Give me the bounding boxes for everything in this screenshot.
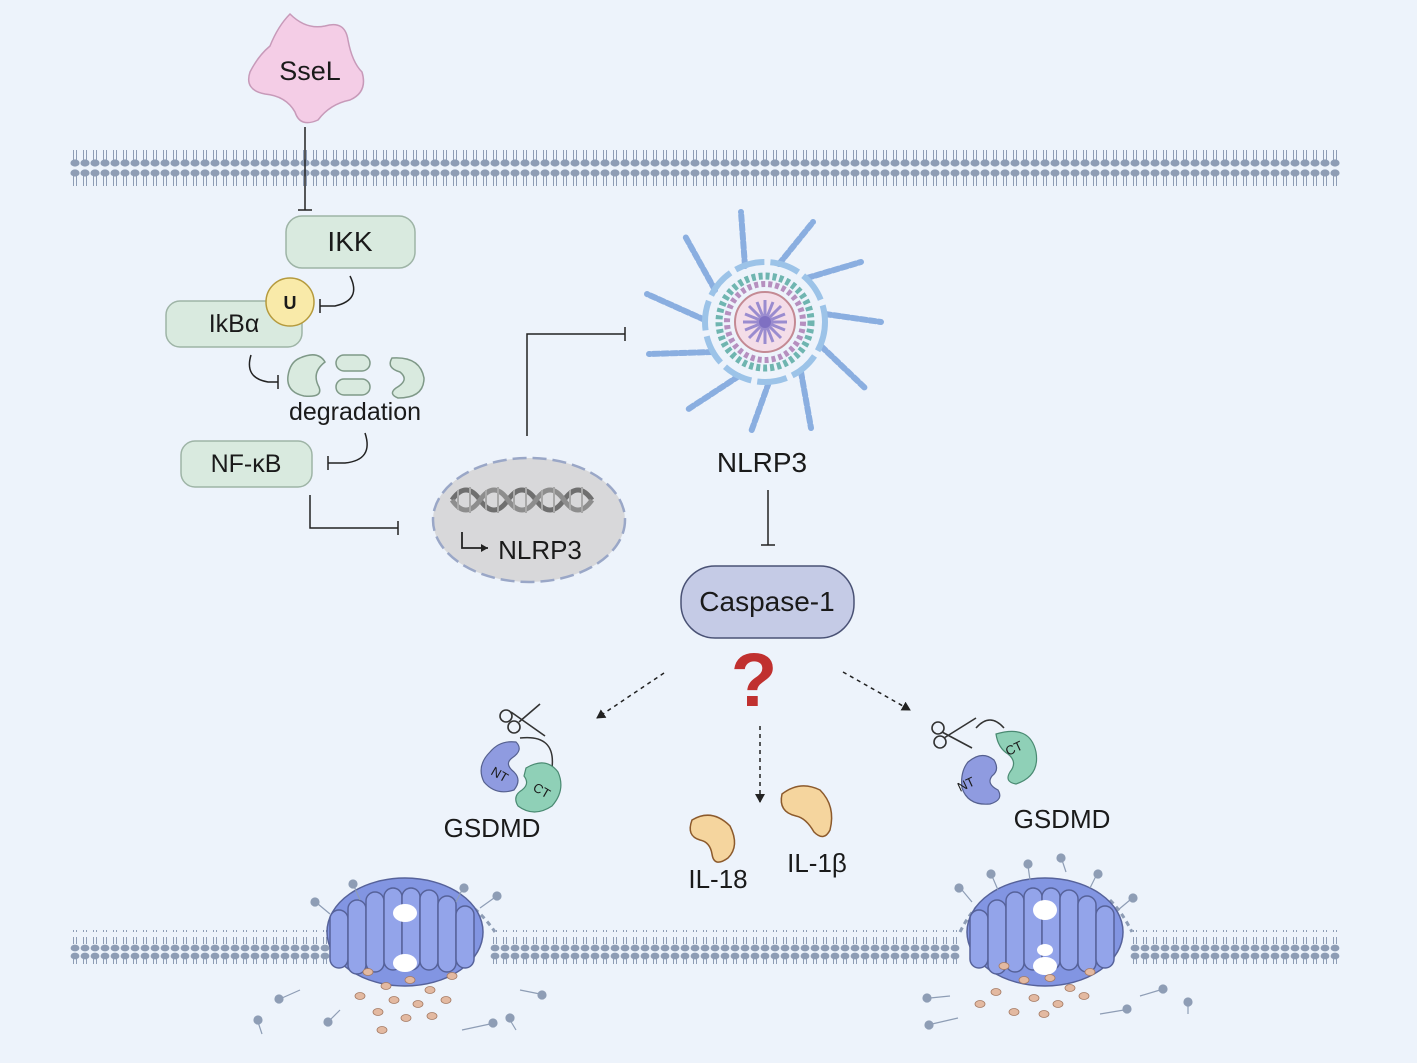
gsdmd-right-ct: CT <box>1003 738 1025 759</box>
nfkb-label: NF-κB <box>211 450 282 478</box>
nucleus-to-inflammasome-connector <box>526 333 625 436</box>
nlrp3-inflammasome-label: NLRP3 <box>717 447 807 478</box>
degradation-label: degradation <box>289 398 421 426</box>
caspase1-to-gsdmd-right-arrow <box>842 671 911 711</box>
il18-icon <box>689 814 736 863</box>
gsdmd-right-icon: CT NT <box>931 717 1038 805</box>
gsdmd-pore-right <box>922 853 1193 1030</box>
plasma-membrane-bottom <box>70 896 1340 964</box>
caspase1-box: Caspase-1 <box>680 565 855 639</box>
il18-label: IL-18 <box>688 864 747 894</box>
nfkb-to-nucleus-connector <box>309 495 398 529</box>
dna-helix-icon <box>449 487 595 513</box>
ssel-effector: SseL <box>247 12 365 124</box>
transcription-arrow-icon <box>461 532 488 552</box>
gsdmd-left-label: GSDMD <box>444 813 541 843</box>
degraded-fragments <box>287 354 425 399</box>
scissors-icon <box>499 703 546 737</box>
ikba-to-degradation-connector <box>248 354 278 383</box>
caspase1-to-gsdmd-left-arrow <box>596 672 665 719</box>
ubiquitin-tag: U <box>265 277 315 327</box>
nucleus: NLRP3 <box>431 456 627 584</box>
il1b-label: IL-1β <box>787 848 847 878</box>
ikk-label: IKK <box>327 226 372 257</box>
gsdmd-pore-left <box>253 877 547 1035</box>
nlrp3-inflammasome-icon <box>644 209 884 435</box>
il1b-icon <box>780 785 833 838</box>
gsdmd-right-nt: NT <box>955 774 977 795</box>
degradation-to-nfkb-connector <box>328 432 368 464</box>
ikba-label: IkBα <box>209 310 260 338</box>
gsdmd-right-label: GSDMD <box>1014 804 1111 834</box>
ubiquitin-label: U <box>284 293 297 313</box>
ssel-label: SseL <box>279 56 341 86</box>
nlrp3-gene-label: NLRP3 <box>498 535 582 565</box>
caspase1-label: Caspase-1 <box>699 586 834 617</box>
question-mark: ? <box>731 638 777 723</box>
scissors-icon <box>931 717 977 749</box>
ikk-box: IKK <box>285 215 416 269</box>
nfkb-box: NF-κB <box>180 440 313 488</box>
plasma-membrane-top <box>70 150 1340 192</box>
ikk-to-ikba-connector <box>320 275 355 307</box>
gsdmd-left-icon: NT CT <box>480 703 562 813</box>
